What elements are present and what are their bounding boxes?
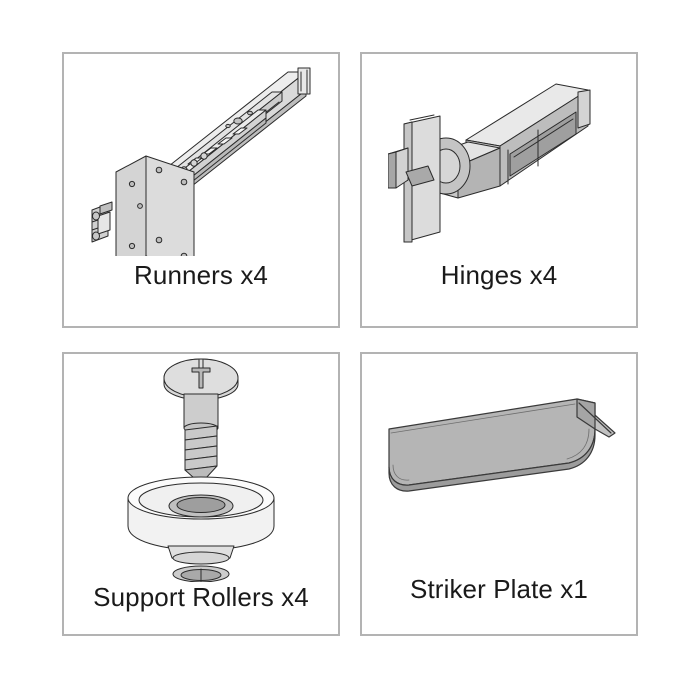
part-label-hinges: Hinges x4 [440, 260, 558, 290]
part-illustration-hinges [362, 54, 636, 260]
part-card-hinges[interactable]: Hinges x4 [360, 52, 638, 328]
part-illustration-rollers [64, 354, 338, 582]
support-roller-icon [127, 358, 275, 582]
part-card-rollers[interactable]: Support Rollers x4 [62, 352, 340, 636]
drawer-runner-icon [91, 67, 311, 256]
cabinet-hinge-icon [388, 83, 591, 243]
part-label-runners: Runners x4 [134, 260, 268, 290]
part-label-rollers: Support Rollers x4 [93, 582, 309, 612]
part-illustration-striker [362, 354, 636, 574]
part-card-runners[interactable]: Runners x4 [62, 52, 340, 328]
parts-grid: Runners x4 [62, 52, 638, 636]
part-illustration-runners [64, 54, 338, 260]
part-card-striker[interactable]: Striker Plate x1 [360, 352, 638, 636]
striker-plate-icon [388, 398, 616, 492]
part-label-striker: Striker Plate x1 [410, 574, 588, 604]
